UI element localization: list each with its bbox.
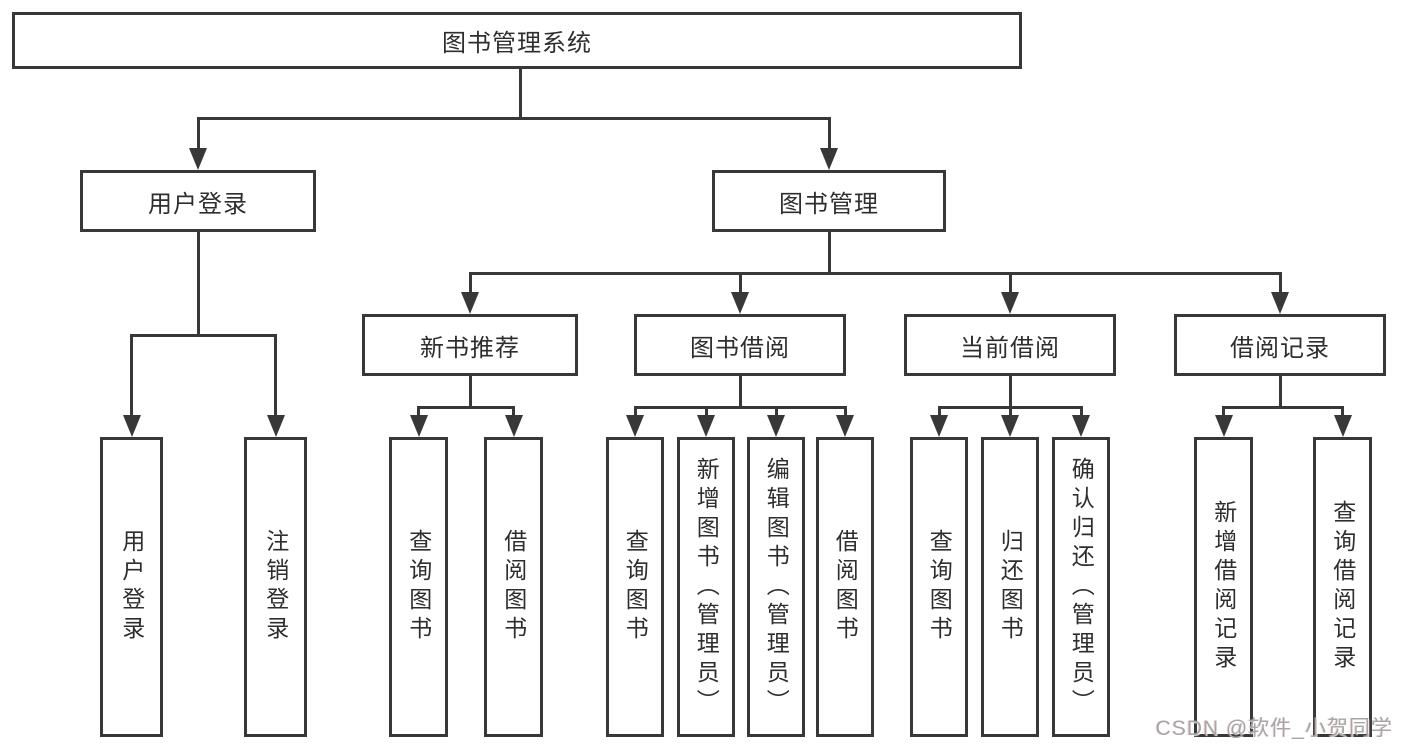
connector-line [1008, 273, 1012, 294]
connector-line [1008, 376, 1012, 407]
connector-line [633, 407, 637, 417]
arrowhead-icon [626, 415, 644, 437]
connector-line [827, 232, 831, 273]
leaf-query-book-current: 查询图书 [910, 437, 968, 737]
connector-line [417, 405, 515, 409]
node-book-borrow-label: 图书借阅 [690, 334, 790, 362]
arrowhead-icon [1001, 415, 1019, 437]
arrowhead-icon [1072, 415, 1090, 437]
connector-line [274, 335, 277, 417]
connector-line [937, 407, 941, 417]
node-borrow-record-label: 借阅记录 [1230, 334, 1330, 362]
connector-line [843, 407, 847, 417]
connector-line [518, 69, 522, 118]
leaf-borrow-book: 借阅图书 [816, 437, 874, 737]
arrowhead-icon [930, 415, 948, 437]
leaf-edit-book-admin: 编辑图书（管理员） [747, 437, 805, 737]
connector-line [130, 335, 133, 417]
leaf-return-book: 归还图书 [981, 437, 1039, 737]
connector-line [1341, 407, 1344, 417]
arrowhead-icon [1001, 292, 1019, 314]
arrowhead-icon [409, 415, 428, 437]
leaf-query-book-borrow: 查询图书 [606, 437, 664, 737]
connector-line [468, 376, 472, 407]
node-new-book-recommend: 新书推荐 [362, 314, 578, 376]
leaf-user-login: 用户登录 [100, 437, 163, 737]
connector-line [468, 271, 1282, 275]
connector-line [633, 405, 847, 409]
connector-line [417, 407, 420, 417]
arrowhead-icon [461, 292, 479, 314]
arrowhead-icon [1214, 415, 1233, 437]
connector-line [1222, 405, 1344, 409]
node-root: 图书管理系统 [12, 12, 1022, 69]
leaf-add-borrow-record: 新增借阅记录 [1194, 437, 1253, 737]
connector-line [468, 273, 472, 294]
connector-line [774, 407, 778, 417]
connector-line [1222, 407, 1225, 417]
arrowhead-icon [122, 415, 141, 437]
connector-line [196, 118, 200, 150]
arrowhead-icon [767, 415, 785, 437]
arrowhead-icon [836, 415, 854, 437]
connector-line [704, 407, 708, 417]
arrowhead-icon [504, 415, 523, 437]
node-borrow-record: 借阅记录 [1174, 314, 1386, 376]
connector-line [738, 376, 742, 407]
connector-line [130, 333, 277, 337]
connector-line [827, 118, 831, 150]
connector-line [1008, 407, 1012, 417]
node-user-login: 用户登录 [80, 170, 316, 232]
arrowhead-icon [731, 292, 749, 314]
arrowhead-icon [266, 415, 285, 437]
connector-line [196, 116, 831, 120]
connector-line [738, 273, 742, 294]
leaf-borrow-book-recommend: 借阅图书 [484, 437, 543, 737]
leaf-logout-login: 注销登录 [244, 437, 307, 737]
connector-line [1278, 273, 1282, 294]
node-current-borrow: 当前借阅 [904, 314, 1116, 376]
leaf-add-book-admin: 新增图书（管理员） [677, 437, 735, 737]
arrowhead-icon [1333, 415, 1352, 437]
node-user-login-label: 用户登录 [148, 190, 248, 218]
arrowhead-icon [820, 148, 838, 170]
connector-line [196, 232, 200, 335]
node-current-borrow-label: 当前借阅 [960, 334, 1060, 362]
leaf-query-book-recommend: 查询图书 [389, 437, 448, 737]
leaf-confirm-return-admin: 确认归还（管理员） [1052, 437, 1110, 737]
leaf-query-borrow-record: 查询借阅记录 [1313, 437, 1372, 737]
node-book-management-label: 图书管理 [779, 190, 879, 218]
node-root-label: 图书管理系统 [442, 30, 592, 57]
connector-line [1278, 376, 1282, 407]
node-book-borrow: 图书借阅 [634, 314, 846, 376]
connector-line [1079, 407, 1083, 417]
connector-line [512, 407, 515, 417]
node-new-book-recommend-label: 新书推荐 [420, 334, 520, 362]
node-book-management: 图书管理 [712, 170, 946, 232]
arrowhead-icon [697, 415, 715, 437]
arrowhead-icon [189, 148, 207, 170]
arrowhead-icon [1271, 292, 1289, 314]
watermark: CSDN @软件_小贺同学 [1155, 717, 1393, 740]
